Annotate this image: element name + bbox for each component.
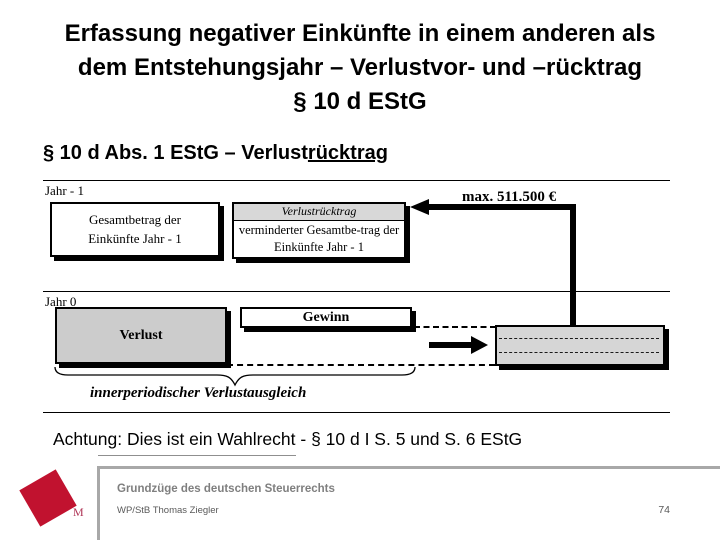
logo-diamond-icon [19,469,77,527]
divider-line-bottom [43,412,670,413]
transfer-arrow-head-icon [471,336,488,354]
slide-title-line-3: § 10 d EStG [293,88,427,115]
carryback-arrow-vertical-bar [570,204,576,326]
slide-title-line-2: dem Entstehungsjahr – Verlustvor- und –r… [77,54,643,81]
max-amount-label: max. 511.500 € [462,189,557,205]
transfer-arrow-bar [429,342,472,348]
remaining-loss-dashed-divider [499,352,659,353]
note-text: Achtung: Dies ist ein Wahlrecht - § 10 d… [53,429,523,449]
carryback-arrow-horizontal-bar [428,204,576,210]
slide-title-line-1: Erfassung negativer Einkünfte in einem a… [64,20,656,47]
footer-author-name: WP/StB Thomas Ziegler [117,505,219,516]
divider-line-middle [43,291,670,292]
curly-brace [54,366,416,387]
gesamtbetrag-box: Gesamtbetrag der Einkünfte Jahr - 1 [50,202,220,257]
section-heading-underlined-text: rücktrag [307,142,388,164]
verlustruecktrag-box-body: verminderter Gesamtbe-trag der Einkünfte… [238,222,400,255]
remaining-loss-dashed-divider [499,338,659,339]
verlust-box: Verlust [55,307,227,364]
verlustruecktrag-box-header: Verlustrücktrag [234,204,404,221]
footer-page-number: 74 [658,504,670,516]
dashed-line-bottom [227,364,495,366]
slide-title: Erfassung negativer Einkünfte in einem a… [0,17,720,119]
section-heading: § 10 d Abs. 1 EStG – Verlustrücktrag [43,142,388,165]
dashed-line-top [414,326,496,328]
carryback-arrow-head-icon [410,199,429,215]
gewinn-box: Gewinn [240,307,412,328]
verlustruecktrag-box: Verlustrücktrag verminderter Gesamtbe-tr… [232,202,406,259]
pre-footer-line [98,455,296,456]
logo-letter: M [73,505,84,519]
year-0-label: Jahr 0 [45,294,77,309]
remaining-loss-box [495,325,665,366]
year-minus-1-label: Jahr - 1 [45,183,84,198]
footer-course-title: Grundzüge des deutschen Steuerrechts [117,483,335,495]
section-heading-text: § 10 d Abs. 1 EStG – Verlust [43,142,308,164]
brace-label: innerperiodischer Verlustausgleich [90,385,307,401]
divider-line-top [43,180,670,181]
footer-frame [97,466,720,540]
